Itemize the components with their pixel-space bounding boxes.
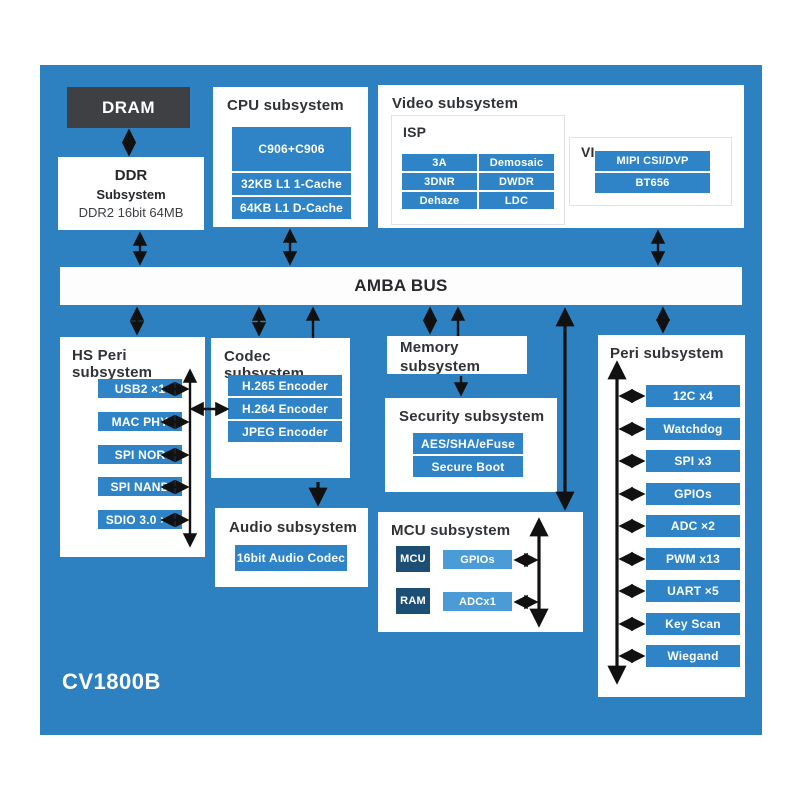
peri-cell-keyscan: Key Scan [646,613,740,635]
ddr-subtitle: Subsystem [96,187,166,203]
peri-cell-spi: SPI x3 [646,450,740,472]
peri-cell-adc: ADC ×2 [646,515,740,537]
vi-block: VI MIPI CSI/DVP BT656 [569,137,732,206]
memory-title: Memory subsystem [400,339,481,375]
amba-bus-label: AMBA BUS [354,276,448,295]
hs-cell-spinand: SPI NAND [98,477,182,496]
isp-cell-ldc: LDC [479,192,554,209]
video-subsystem-title: Video subsystem [392,95,519,112]
hs-cell-sdio: SDIO 3.0 ×2 [98,510,182,529]
vi-title: VI [581,144,595,160]
audio-cell-codec: 16bit Audio Codec [235,545,347,571]
vi-cell-bt656: BT656 [595,173,710,193]
isp-title: ISP [403,124,427,140]
dram-label: DRAM [102,97,155,117]
ddr-spec: DDR2 16bit 64MB [78,204,184,220]
peri-cell-gpios: GPIOs [646,483,740,505]
ddr-subsystem-block: DDR Subsystem DDR2 16bit 64MB [58,157,204,230]
mcu-cell-ram: RAM [396,588,430,614]
mcu-title: MCU subsystem [391,522,511,539]
security-cell-aes: AES/SHA/eFuse [413,433,523,454]
peri-title: Peri subsystem [610,345,724,362]
video-subsystem-block: Video subsystem ISP 3A Demosaic 3DNR DWD… [378,85,744,228]
hs-cell-macphy: MAC PHY [98,412,182,431]
peri-cell-uart: UART ×5 [646,580,740,602]
isp-block: ISP 3A Demosaic 3DNR DWDR Dehaze LDC [391,115,565,225]
ddr-title: DDR [114,166,148,184]
hs-peri-title: HS Peri subsystem [72,347,153,381]
cpu-subsystem-block: CPU subsystem C906+C906 32KB L1 1-Cache … [213,87,368,227]
isp-cell-3a: 3A [402,154,477,171]
hs-cell-spinor: SPI NOR [98,445,182,464]
isp-cell-3dnr: 3DNR [402,173,477,190]
cpu-subsystem-title: CPU subsystem [227,97,344,114]
security-title: Security subsystem [399,408,545,425]
codec-cell-h264: H.264 Encoder [228,398,342,419]
mcu-cell-gpios: GPIOs [443,550,512,569]
security-subsystem-block: Security subsystem AES/SHA/eFuse Secure … [385,398,557,492]
chip-name-label: CV1800B [62,669,161,694]
codec-subsystem-block: Codec subsystem H.265 Encoder H.264 Enco… [211,338,350,478]
peri-cell-pwm: PWM x13 [646,548,740,570]
isp-cell-demosaic: Demosaic [479,154,554,171]
hs-cell-usb2: USB2 ×1 [98,379,182,398]
cpu-dcache-cell: 64KB L1 D-Cache [232,197,351,219]
vi-cell-mipi: MIPI CSI/DVP [595,151,710,171]
security-cell-secureboot: Secure Boot [413,456,523,477]
peri-subsystem-block: Peri subsystem 12C x4 Watchdog SPI x3 GP… [598,335,745,697]
peri-cell-i2c: 12C x4 [646,385,740,407]
codec-cell-h265: H.265 Encoder [228,375,342,396]
peri-cell-watchdog: Watchdog [646,418,740,440]
cpu-icache-cell: 32KB L1 1-Cache [232,173,351,195]
soc-panel: DRAM DDR Subsystem DDR2 16bit 64MB CPU s… [40,65,762,735]
isp-cell-dwdr: DWDR [479,173,554,190]
mcu-subsystem-block: MCU subsystem MCU RAM GPIOs ADCx1 [378,512,583,632]
amba-bus-block: AMBA BUS [60,267,742,305]
cpu-cores-cell: C906+C906 [232,127,351,171]
audio-subsystem-block: Audio subsystem 16bit Audio Codec [215,508,368,587]
mcu-cell-adc: ADCx1 [443,592,512,611]
peri-cell-wiegand: Wiegand [646,645,740,667]
codec-cell-jpeg: JPEG Encoder [228,421,342,442]
memory-subsystem-block: Memory subsystem [387,336,527,375]
audio-title: Audio subsystem [229,519,358,536]
hs-peri-subsystem-block: HS Peri subsystem USB2 ×1 MAC PHY SPI NO… [60,337,205,557]
dram-block: DRAM [67,87,190,128]
isp-cell-dehaze: Dehaze [402,192,477,209]
mcu-cell-mcu: MCU [396,546,430,572]
